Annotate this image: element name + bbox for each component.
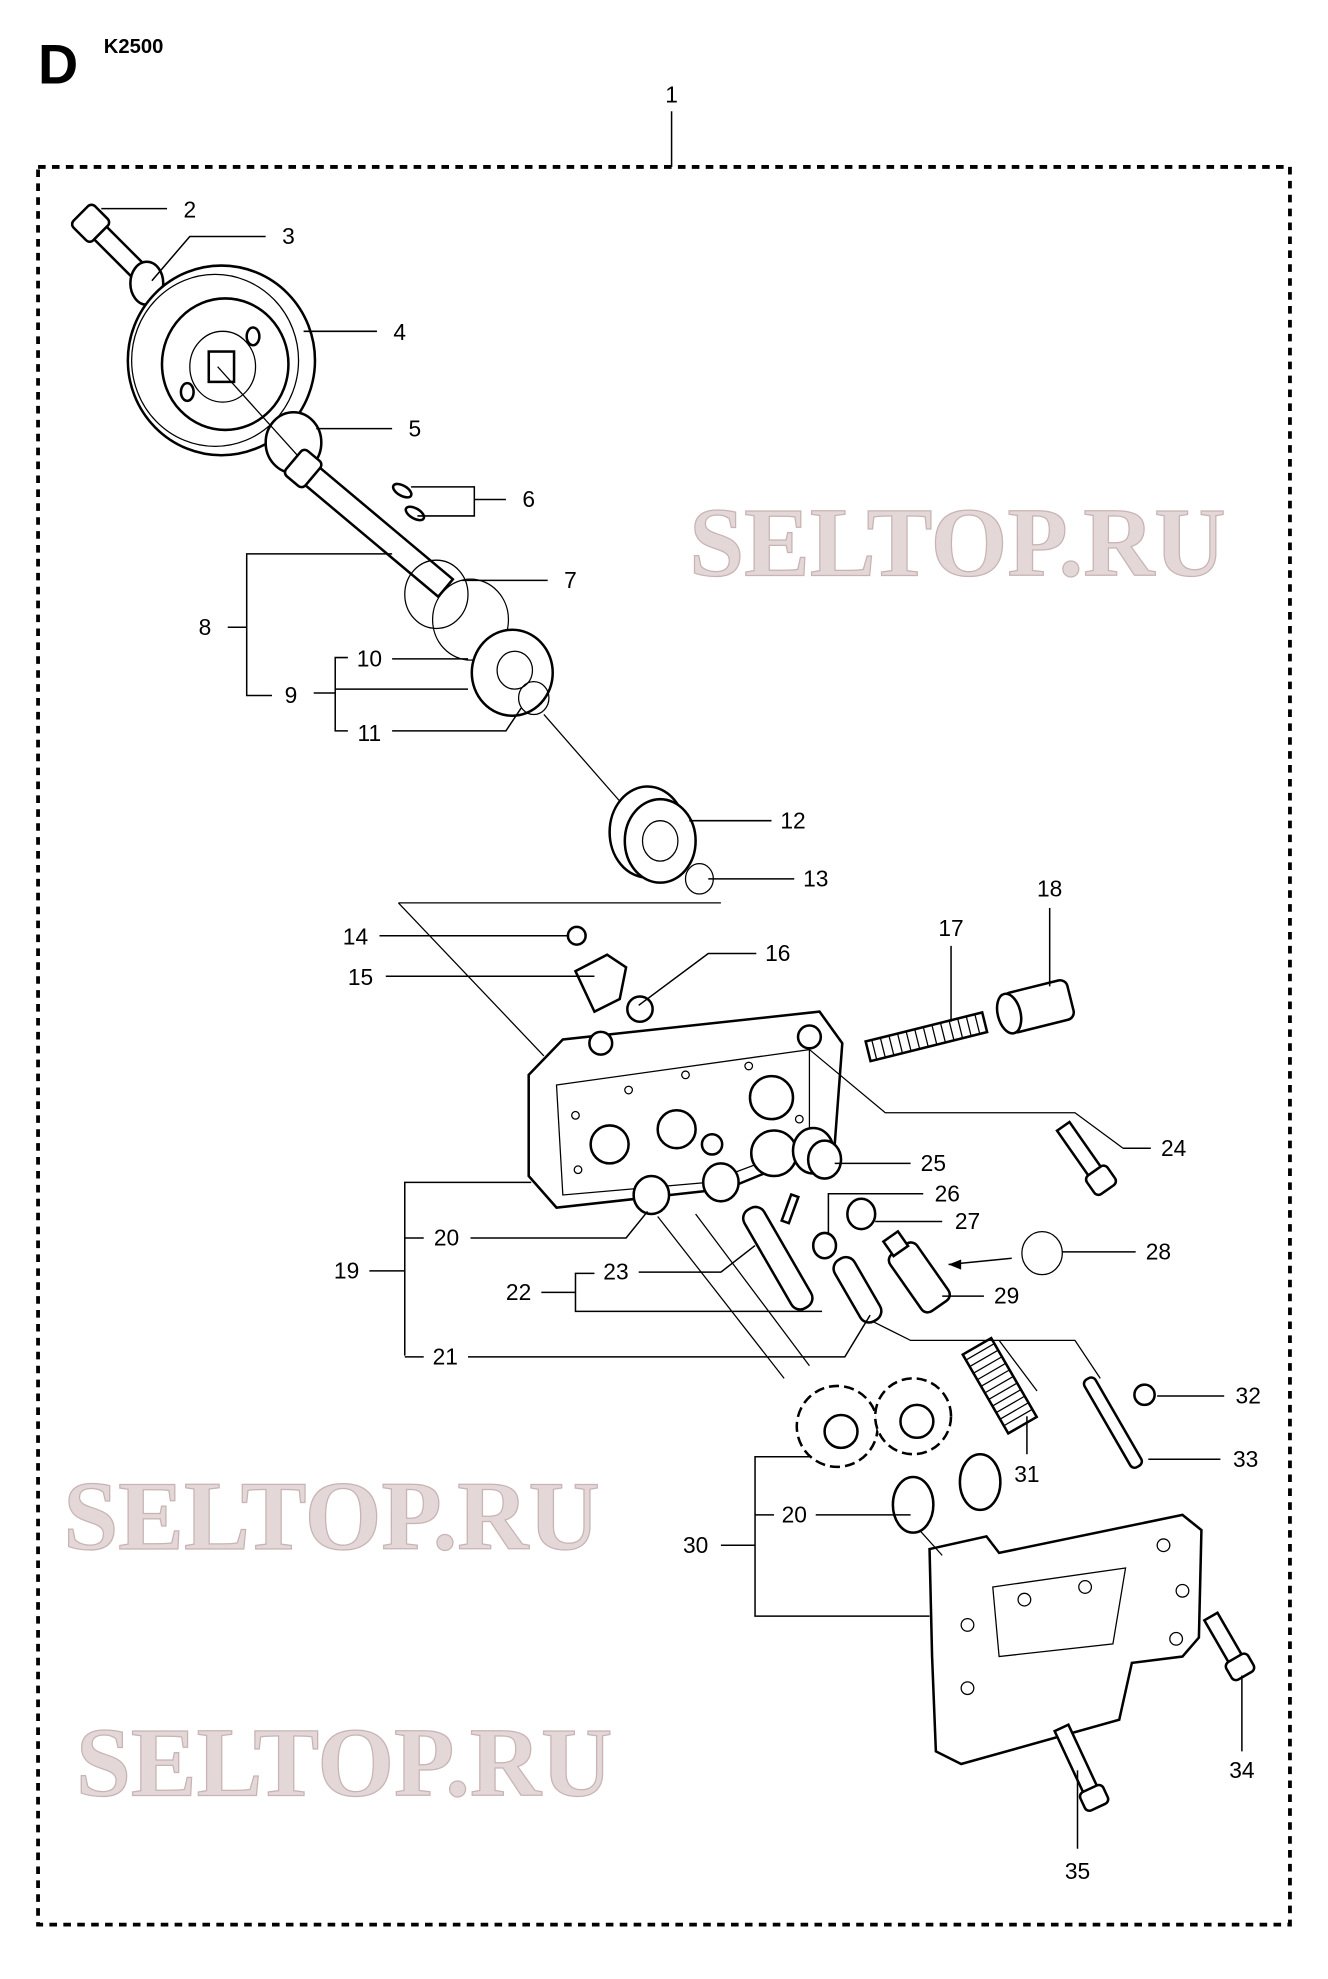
nut-part [1133,1383,1156,1407]
callout-17: 17 [938,915,963,941]
bushing-part [632,1162,740,1216]
callout-8: 8 [199,614,212,640]
callout-29: 29 [994,1283,1019,1309]
plate-part [573,953,628,1014]
gear-part [795,1377,953,1469]
callout-26: 26 [935,1180,960,1206]
callout-14: 14 [343,924,368,950]
shaft-part [283,448,455,599]
spring-part [961,1336,1039,1436]
ring-part [431,578,510,661]
nut-part [566,925,587,946]
callout-5: 5 [409,415,422,441]
washer-part [811,1231,838,1260]
fitting-part [791,1126,843,1180]
bushing-part [891,1452,1002,1534]
callout-31: 31 [1014,1461,1039,1487]
bolt-part [1052,1723,1110,1812]
callout-3: 3 [282,223,295,249]
callout-23: 23 [603,1259,628,1285]
assembly-boundary [36,165,1292,1927]
callout-15: 15 [348,964,373,990]
callout-11: 11 [358,720,382,746]
callout-16: 16 [765,940,790,966]
valve-part [881,1229,951,1314]
watermark: SELTOP.RU [63,1462,599,1571]
callout-9: 9 [285,682,298,708]
section-letter: D [38,33,78,95]
pin-part [780,1192,800,1225]
callout-12: 12 [780,807,805,833]
key-part [391,482,413,499]
callout-20-lower: 20 [782,1502,807,1528]
callout-4: 4 [393,319,406,345]
callout-28: 28 [1146,1238,1171,1264]
o-ring-part [517,680,550,716]
washer-part [846,1197,877,1231]
pump-housing-part [527,1010,844,1209]
callout-19: 19 [334,1257,359,1283]
shaft-part [832,1255,883,1324]
callout-30: 30 [683,1532,708,1558]
key-part [404,505,426,522]
callout-13: 13 [803,865,828,891]
callout-22: 22 [506,1279,531,1305]
leader-lines [101,207,1243,1849]
callout-labels: 1 2 3 4 5 6 7 8 9 10 11 12 13 14 15 16 1… [183,81,1260,1884]
callout-21: 21 [433,1343,458,1369]
seal-part [470,628,554,717]
callout-7: 7 [564,567,577,593]
spring-part [864,1010,989,1063]
seal-ring-part [1021,1231,1063,1276]
sleeve-part [995,978,1076,1035]
pin-part [1082,1376,1144,1469]
bearing-part [608,785,697,884]
spring-part [626,995,654,1024]
pulley-part [126,264,317,457]
callout-35: 35 [1065,1858,1090,1884]
callout-27: 27 [955,1208,980,1234]
watermark: SELTOP.RU [76,1709,612,1818]
callout-2: 2 [183,197,196,223]
callout-25: 25 [921,1150,946,1176]
callout-34: 34 [1229,1757,1254,1783]
callout-1: 1 [665,81,678,107]
callout-33: 33 [1233,1446,1258,1472]
ring-part [404,559,469,630]
pump-cover-part [928,1513,1203,1766]
bolt-part [1202,1610,1256,1682]
callout-32: 32 [1236,1383,1261,1409]
callout-10: 10 [357,645,382,671]
model-name: K2500 [104,36,164,58]
callout-6: 6 [522,486,535,512]
callout-20: 20 [434,1225,459,1251]
callout-18: 18 [1037,876,1062,902]
bolt-part [1055,1120,1118,1197]
callout-24: 24 [1161,1135,1186,1161]
shaft-part [741,1205,814,1311]
watermark: SELTOP.RU [689,488,1225,597]
